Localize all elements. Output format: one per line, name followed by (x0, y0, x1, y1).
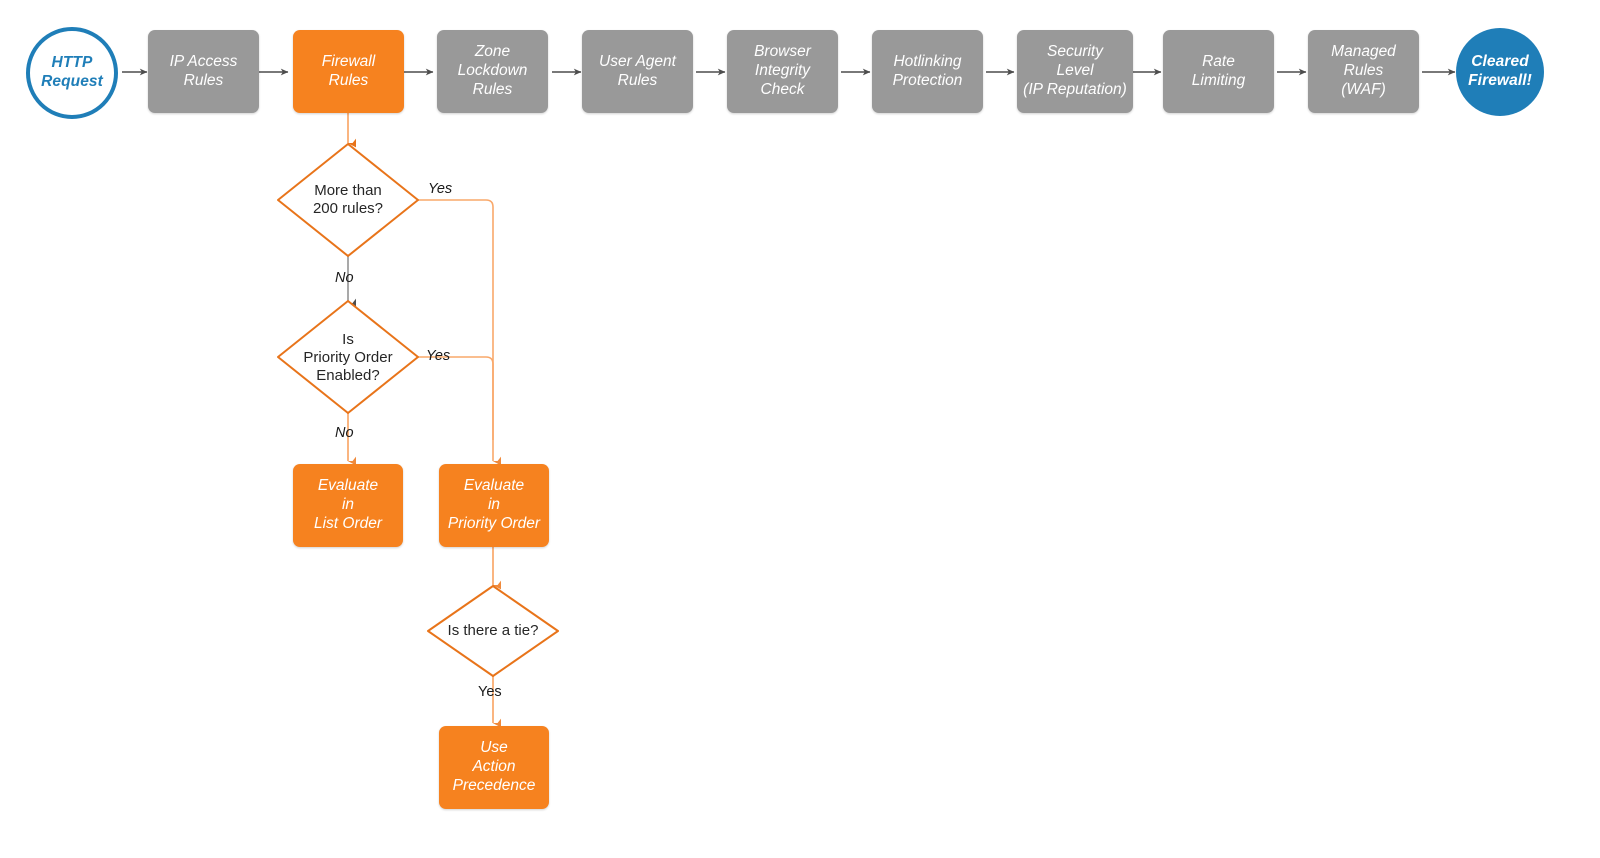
node-is-there-a-tie[interactable]: Is there a tie? (428, 616, 558, 646)
label-line-2: Rules (1343, 62, 1384, 80)
label-line-3: Check (760, 80, 805, 98)
node-use-action-precedence[interactable]: Use Action Precedence (439, 726, 549, 809)
label-line-3: Enabled? (316, 367, 380, 385)
node-firewall-rules[interactable]: Firewall Rules (293, 30, 404, 113)
managed-rules-waf-label: Managed Rules (WAF) (1331, 43, 1396, 100)
firewall-rules-label: Firewall Rules (322, 53, 375, 91)
node-evaluate-in-priority-order[interactable]: Evaluate in Priority Order (439, 464, 549, 547)
http-request-line-2: Request (41, 73, 103, 90)
label-line-3: Precedence (452, 776, 536, 794)
label-line-1: Browser (754, 43, 811, 61)
more-than-200-rules-label: More than 200 rules? (313, 182, 383, 219)
label-line-2: Lockdown (457, 62, 528, 80)
label-line-1: User Agent (599, 52, 676, 70)
label-line-1: IP Access (169, 52, 238, 70)
label-line-3: Rules (472, 80, 513, 98)
label-line-2: Action (472, 758, 516, 776)
node-zone-lockdown-rules[interactable]: Zone Lockdown Rules (437, 30, 548, 113)
label-line-1: Firewall (321, 52, 376, 70)
label-line-2: Rules (183, 71, 224, 89)
label-line-1: Zone (474, 43, 511, 61)
label-line-2: Rules (617, 71, 658, 89)
node-hotlinking-protection[interactable]: Hotlinking Protection (872, 30, 983, 113)
use-action-precedence-label: Use Action Precedence (453, 739, 536, 796)
node-browser-integrity-check[interactable]: Browser Integrity Check (727, 30, 838, 113)
zone-lockdown-rules-label: Zone Lockdown Rules (458, 43, 528, 100)
label-line-1: Use (480, 739, 508, 757)
node-ip-access-rules[interactable]: IP Access Rules (148, 30, 259, 113)
label-line-1: Rate (1202, 52, 1235, 70)
node-evaluate-in-list-order[interactable]: Evaluate in List Order (293, 464, 403, 547)
label-line-2: in (487, 496, 501, 514)
label-line-3: (WAF) (1341, 80, 1386, 98)
is-priority-order-enabled-label: Is Priority Order Enabled? (303, 331, 392, 386)
node-is-priority-order-enabled[interactable]: Is Priority Order Enabled? (271, 320, 425, 396)
label-line-2: Integrity (754, 62, 811, 80)
label-line-2: Protection (892, 71, 963, 89)
node-more-than-200-rules[interactable]: More than 200 rules? (278, 160, 418, 240)
label-line-3: List Order (313, 514, 383, 532)
label-line-3: Priority Order (447, 514, 541, 532)
node-user-agent-rules[interactable]: User Agent Rules (582, 30, 693, 113)
label-line-1: Is (342, 330, 354, 348)
label-line-1: Hotlinking (893, 52, 962, 70)
evaluate-in-list-order-label: Evaluate in List Order (314, 477, 382, 534)
ip-access-rules-label: IP Access Rules (170, 53, 238, 91)
user-agent-rules-label: User Agent Rules (599, 53, 676, 91)
label-line-1: More than (314, 181, 382, 199)
evaluate-in-priority-order-label: Evaluate in Priority Order (448, 477, 540, 534)
node-cleared-firewall[interactable]: Cleared Firewall! (1456, 28, 1544, 116)
cleared-firewall-line-2: Firewall! (1468, 72, 1532, 89)
http-request-label: HTTP Request (41, 54, 103, 92)
http-request-line-1: HTTP (51, 54, 93, 72)
browser-integrity-check-label: Browser Integrity Check (754, 43, 811, 100)
label-line-2: in (341, 496, 355, 514)
rate-limiting-label: Rate Limiting (1192, 53, 1245, 91)
edge-label-yes-priority-order: Yes (426, 348, 451, 364)
cleared-firewall-label: Cleared Firewall! (1468, 53, 1532, 91)
wire-priority-yes-to-priority-order (418, 356, 494, 440)
node-rate-limiting[interactable]: Rate Limiting (1163, 30, 1274, 113)
node-managed-rules-waf[interactable]: Managed Rules (WAF) (1308, 30, 1419, 113)
node-security-level[interactable]: Security Level (IP Reputation) (1017, 30, 1133, 113)
is-there-a-tie-label: Is there a tie? (447, 621, 539, 639)
label-line-3: (IP Reputation) (1023, 80, 1127, 98)
wire-200-yes-to-priority-order (418, 199, 502, 466)
edge-label-no-priority-order: No (335, 425, 354, 441)
edge-label-yes-more-than-200: Yes (428, 181, 453, 197)
label-line-2: 200 rules? (312, 200, 384, 217)
label-line-1: Evaluate (317, 477, 379, 495)
label-line-2: Rules (328, 71, 369, 89)
edge-label-yes-tie: Yes (478, 684, 502, 700)
label-line-1: Security (1046, 43, 1103, 61)
label-line-1: Managed (1331, 43, 1396, 61)
label-line-2: Priority Order (303, 348, 393, 366)
hotlinking-protection-label: Hotlinking Protection (893, 53, 963, 91)
security-level-label: Security Level (IP Reputation) (1023, 43, 1127, 100)
label-line-2: Limiting (1191, 71, 1246, 89)
label-line-2: Level (1056, 62, 1094, 80)
label-line-1: Evaluate (463, 477, 525, 495)
cleared-firewall-line-1: Cleared (1471, 53, 1529, 71)
node-http-request[interactable]: HTTP Request (26, 27, 118, 119)
edge-label-no-more-than-200: No (335, 270, 354, 286)
